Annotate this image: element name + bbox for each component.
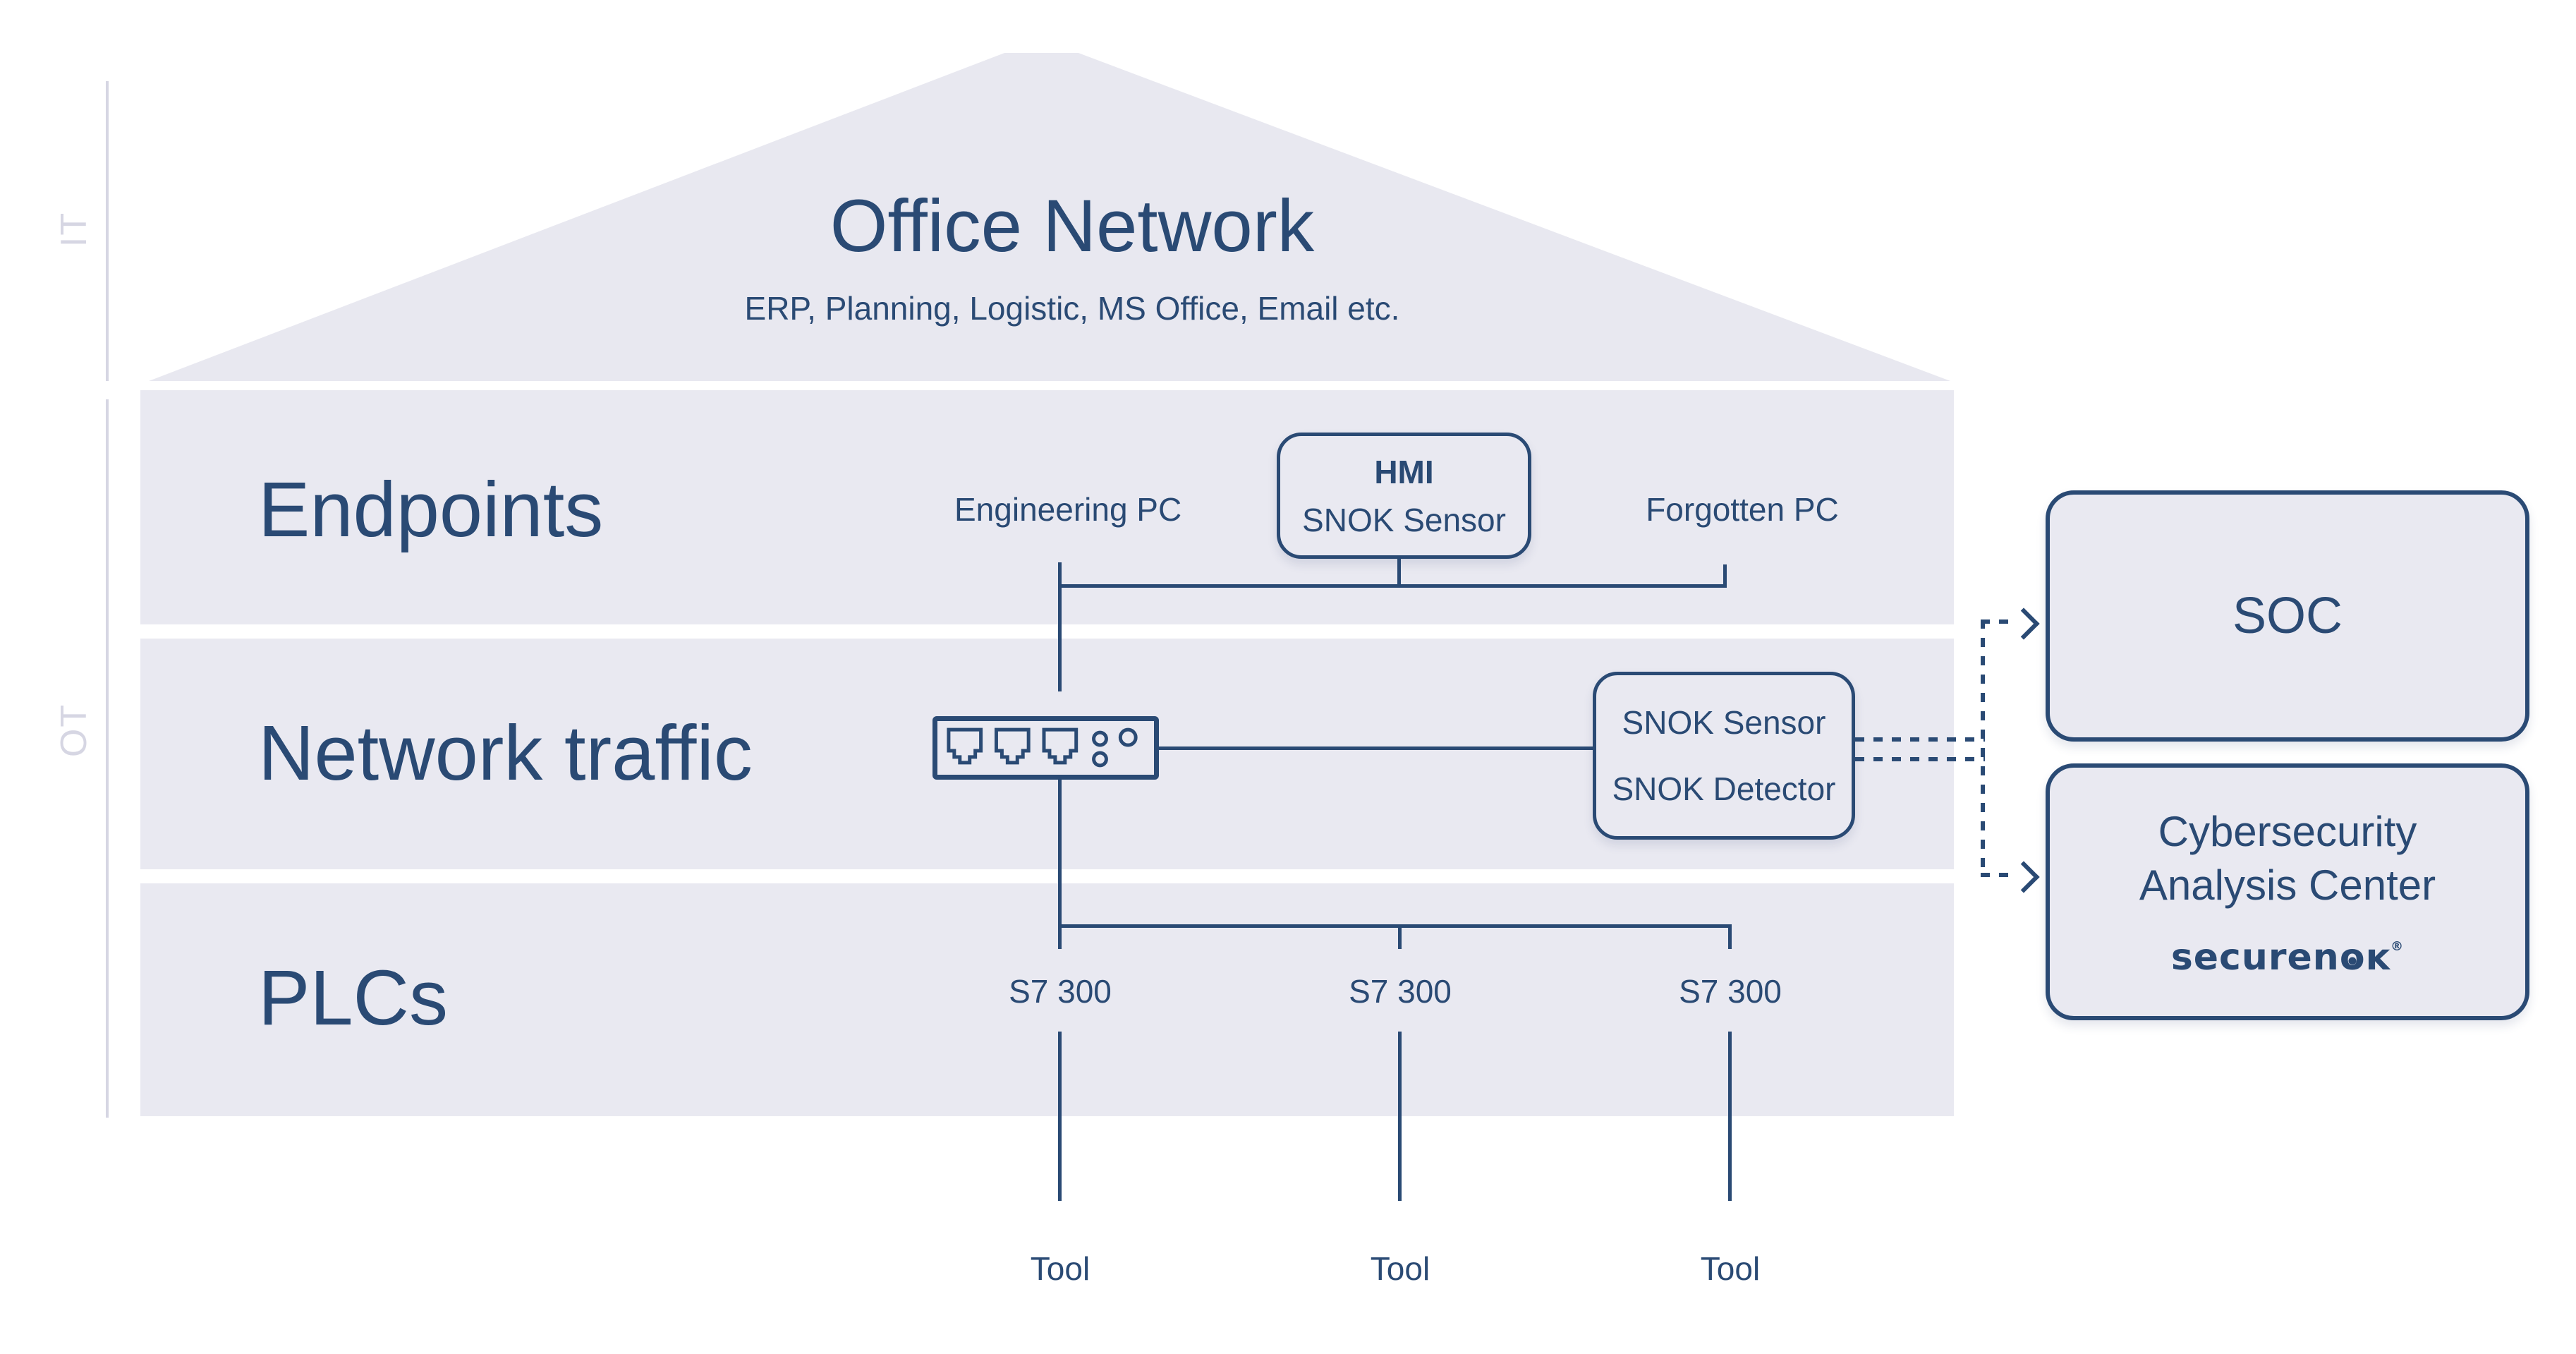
forgotten-pc-connector-line <box>1723 564 1727 588</box>
tool-label-3: Tool <box>1700 1250 1761 1287</box>
ot-zone-label: OT <box>54 703 95 758</box>
plc-label-2: S7 300 <box>1349 973 1452 1010</box>
cac-arrow-dotted-segment <box>1981 873 2016 877</box>
snok-sensor-detector-box: SNOK Sensor SNOK Detector <box>1593 672 1855 840</box>
plc2-to-tool-line <box>1398 1032 1402 1201</box>
plcs-band-label: PLCs <box>258 955 448 1041</box>
tool-label-2: Tool <box>1370 1250 1430 1287</box>
engineering-pc-label: Engineering PC <box>954 491 1182 528</box>
engineering-pc-connector-line <box>1058 562 1062 691</box>
soc-arrow-dotted-segment <box>1981 619 2016 624</box>
cac-label-line2: Analysis Center <box>2139 862 2436 909</box>
switch-to-snok-line <box>1159 746 1593 750</box>
snok-sensor-label: SNOK Sensor <box>1622 704 1826 741</box>
endpoints-bus-line <box>1060 584 1727 588</box>
switch-to-plc-line <box>1058 780 1062 949</box>
soc-label: SOC <box>2232 588 2343 644</box>
plc1-to-tool-line <box>1058 1032 1062 1201</box>
plc-label-3: S7 300 <box>1679 973 1782 1010</box>
plc2-stub-line <box>1398 924 1402 949</box>
registered-trademark-icon: ® <box>2390 939 2405 954</box>
it-zone-rail <box>106 81 109 381</box>
endpoints-band-label: Endpoints <box>258 466 604 553</box>
plc3-to-tool-line <box>1728 1032 1732 1201</box>
tool-label-1: Tool <box>1030 1250 1090 1287</box>
ethernet-switch-icon <box>932 716 1159 780</box>
hmi-title: HMI <box>1374 453 1434 490</box>
hmi-subtitle: SNOK Sensor <box>1302 501 1506 538</box>
plcs-band <box>140 883 1954 1116</box>
snok-detector-label: SNOK Detector <box>1612 770 1836 807</box>
securenok-logo-text-end: ĸ <box>2365 936 2391 979</box>
snok-to-soc-dotted-line <box>1855 737 1985 742</box>
forgotten-pc-label: Forgotten PC <box>1646 491 1839 528</box>
plc3-stub-line <box>1728 924 1732 949</box>
network-traffic-band-label: Network traffic <box>258 710 753 797</box>
hmi-connector-line <box>1397 559 1401 588</box>
plc-label-1: S7 300 <box>1009 973 1112 1010</box>
securenok-logo-text-start: securen <box>2170 936 2340 979</box>
office-network-subtitle: ERP, Planning, Logistic, MS Office, Emai… <box>744 290 1400 327</box>
securenok-logo-o-target-glyph: o <box>2339 936 2366 979</box>
cac-label-line1: Cybersecurity <box>2158 808 2417 855</box>
it-zone-label: IT <box>54 211 95 248</box>
switch-ports-glyph <box>947 727 1138 768</box>
office-network-title: Office Network <box>830 185 1315 267</box>
ot-zone-rail <box>106 399 109 1118</box>
snok-to-cac-dotted-line <box>1855 757 1985 761</box>
cac-arrowhead-icon <box>2007 861 2040 893</box>
hmi-node-box: HMI SNOK Sensor <box>1277 433 1531 559</box>
dotted-trunk-line <box>1981 619 1985 877</box>
soc-box: SOC <box>2046 490 2529 742</box>
plc-bus-line <box>1058 924 1732 928</box>
soc-arrowhead-icon <box>2007 608 2040 640</box>
